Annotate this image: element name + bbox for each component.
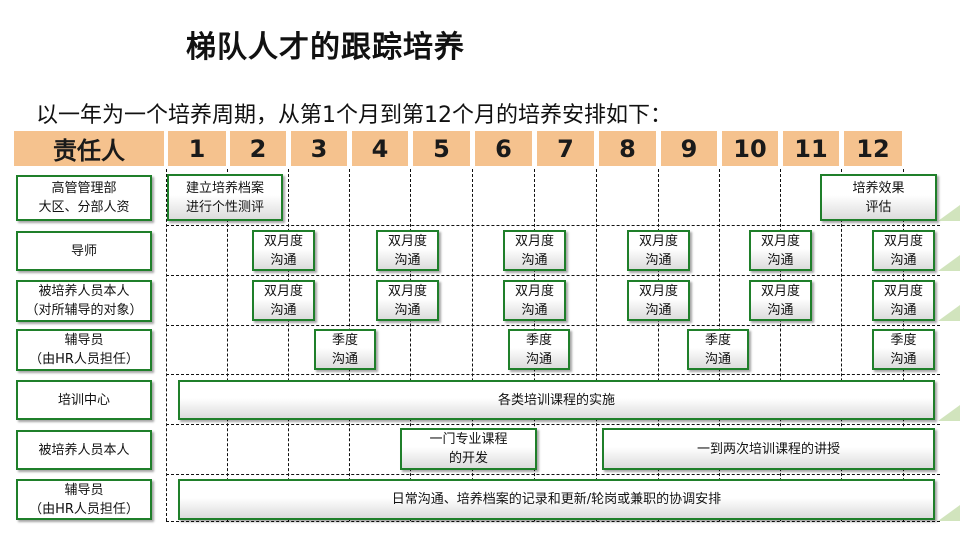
task-quarterly-counselor: 季度 沟通	[508, 329, 570, 370]
header-month-5: 5	[413, 131, 470, 166]
grid-row-divider	[166, 374, 940, 375]
grid-row-divider	[166, 424, 940, 425]
header-month-7: 7	[537, 131, 594, 166]
row-label-hr-dept: 高管管理部 大区、分部人资	[16, 175, 152, 221]
task-bimonthly-trainee: 双月度 沟通	[376, 280, 439, 321]
task-effect-evaluation: 培养效果 评估	[820, 174, 937, 221]
header-month-6: 6	[475, 131, 532, 166]
task-quarterly-counselor: 季度 沟通	[872, 329, 935, 370]
header-month-8: 8	[599, 131, 656, 166]
slide-edge-decoration	[938, 205, 960, 221]
row-label-trainee: 被培养人员本人	[16, 430, 152, 470]
header-month-12: 12	[844, 131, 902, 166]
row-label-trainee-self: 被培养人员本人 （对所辅导的对象）	[16, 280, 152, 322]
header-month-2: 2	[230, 131, 286, 166]
task-bimonthly-mentor: 双月度 沟通	[376, 230, 439, 271]
task-bimonthly-trainee: 双月度 沟通	[503, 280, 566, 321]
grid-divider	[166, 169, 167, 521]
page-subtitle: 以一年为一个培养周期，从第1个月到第12个月的培养安排如下：	[36, 103, 672, 128]
slide-edge-decoration	[938, 405, 960, 421]
slide-edge-decoration	[938, 305, 960, 321]
grid-divider	[780, 169, 781, 521]
header-month-1: 1	[168, 131, 226, 166]
grid-row-divider	[166, 521, 940, 522]
task-bimonthly-trainee: 双月度 沟通	[872, 280, 935, 321]
task-bimonthly-trainee: 双月度 沟通	[749, 280, 812, 321]
task-course-implementation: 各类培训课程的实施	[178, 380, 935, 420]
row-label-training-center: 培训中心	[16, 380, 152, 420]
task-bimonthly-mentor: 双月度 沟通	[627, 230, 690, 271]
task-quarterly-counselor: 季度 沟通	[687, 329, 749, 370]
task-daily-coordination: 日常沟通、培养档案的记录和更新/轮岗或兼职的协调安排	[178, 479, 935, 520]
row-label-counselor: 辅导员 （由HR人员担任）	[16, 329, 152, 371]
task-bimonthly-mentor: 双月度 沟通	[252, 230, 315, 271]
task-bimonthly-mentor: 双月度 沟通	[503, 230, 566, 271]
row-label-mentor: 导师	[16, 231, 152, 271]
task-bimonthly-trainee: 双月度 沟通	[627, 280, 690, 321]
grid-row-divider	[166, 275, 940, 276]
grid-divider	[227, 169, 228, 521]
grid-divider	[596, 169, 597, 521]
grid-row-divider	[166, 225, 940, 226]
grid-divider	[288, 169, 289, 521]
header-month-9: 9	[661, 131, 717, 166]
grid-divider	[410, 169, 411, 521]
grid-divider	[658, 169, 659, 521]
grid-divider	[841, 169, 842, 521]
task-course-development: 一门专业课程 的开发	[400, 428, 537, 470]
slide-edge-decoration	[938, 255, 960, 271]
task-bimonthly-mentor: 双月度 沟通	[872, 230, 935, 271]
row-label-counselor-2: 辅导员 （由HR人员担任）	[16, 479, 152, 520]
header-owner: 责任人	[14, 131, 164, 166]
task-bimonthly-mentor: 双月度 沟通	[749, 230, 812, 271]
header-month-10: 10	[722, 131, 778, 166]
header-month-4: 4	[352, 131, 408, 166]
grid-divider	[472, 169, 473, 521]
task-course-lectures: 一到两次培训课程的讲授	[602, 428, 935, 470]
grid-row-divider	[166, 474, 940, 475]
task-bimonthly-trainee: 双月度 沟通	[252, 280, 315, 321]
task-file-setup: 建立培养档案 进行个性测评	[167, 174, 283, 221]
header-month-3: 3	[291, 131, 347, 166]
grid-row-divider	[166, 325, 940, 326]
slide-edge-decoration	[938, 505, 960, 521]
task-quarterly-counselor: 季度 沟通	[314, 329, 376, 370]
page-title: 梯队人才的跟踪培养	[186, 30, 465, 65]
header-month-11: 11	[783, 131, 839, 166]
